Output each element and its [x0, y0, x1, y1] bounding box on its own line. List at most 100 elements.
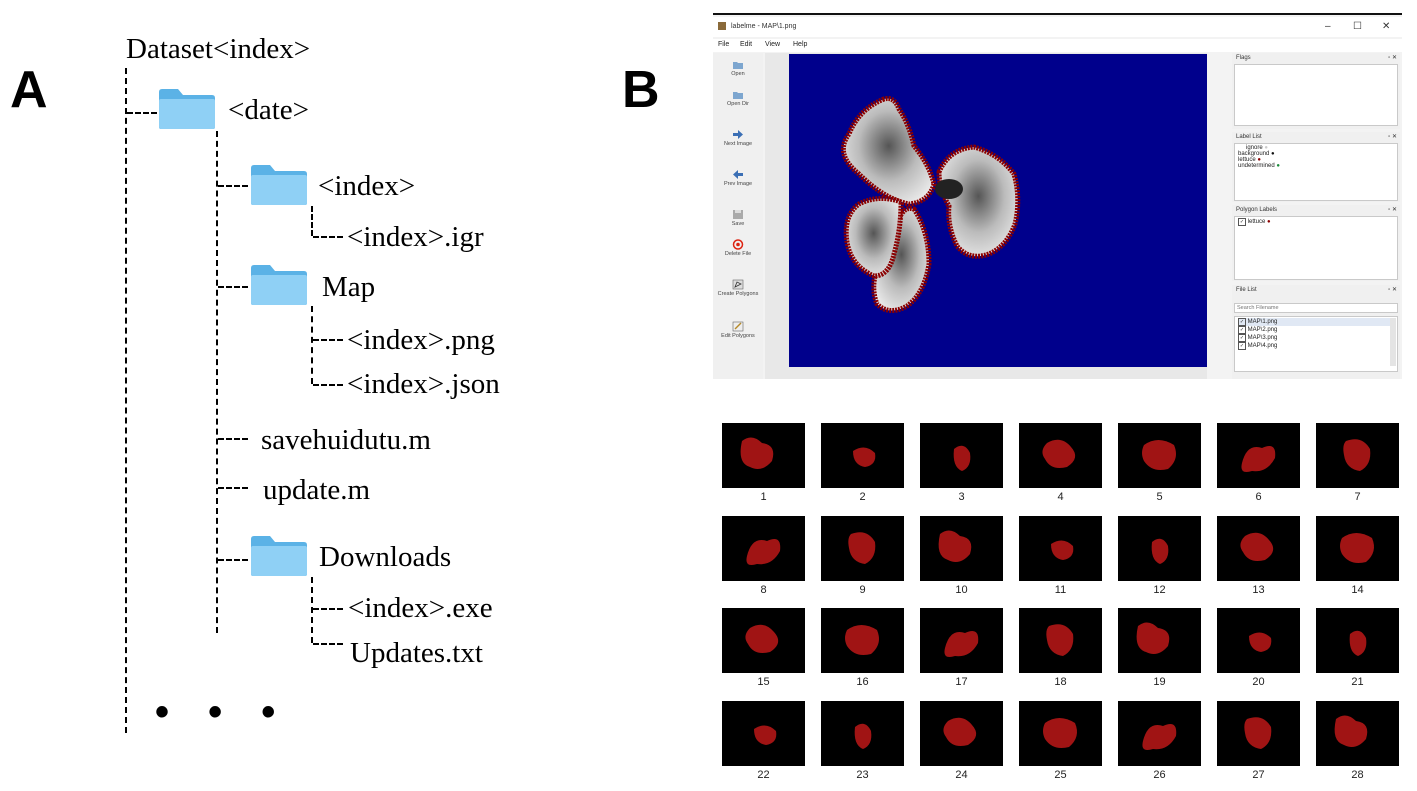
tree-branch: [218, 185, 248, 187]
close-button[interactable]: ✕: [1382, 21, 1391, 32]
thumbnail-image[interactable]: [1118, 423, 1201, 488]
checkbox-icon[interactable]: ✓: [1238, 318, 1246, 326]
thumbnail-label: 27: [1252, 769, 1265, 781]
dock-controls-icon[interactable]: ▫ ✕: [1388, 207, 1397, 213]
file-list-scrollbar[interactable]: [1390, 318, 1396, 366]
thumbnail-image[interactable]: [1019, 516, 1102, 581]
lettuce-polygon[interactable]: [840, 96, 1021, 313]
thumbnail-image[interactable]: [920, 423, 1003, 488]
title-bar: labelme - MAP\1.png – ☐ ✕: [713, 17, 1402, 37]
checkbox-icon[interactable]: ✓: [1238, 334, 1246, 342]
thumbnail-image[interactable]: [1019, 608, 1102, 673]
updates-txt-file[interactable]: Updates.txt: [350, 637, 483, 669]
file-item[interactable]: ✓ MAP\1.png: [1238, 318, 1394, 326]
open-dir-tool[interactable]: Open Dir: [713, 89, 763, 107]
thumbnail-image[interactable]: [1118, 516, 1201, 581]
thumbnail-image[interactable]: [920, 608, 1003, 673]
delete-file-tool[interactable]: Delete File: [713, 239, 763, 257]
lettuce-mask-icon: [853, 447, 876, 467]
thumbnail-image[interactable]: [722, 701, 805, 766]
lettuce-mask-icon: [745, 624, 779, 653]
map-folder-icon[interactable]: [250, 262, 308, 306]
thumbnail-image[interactable]: [1019, 423, 1102, 488]
tool-label: Open Dir: [726, 101, 749, 107]
menu-view[interactable]: View: [765, 41, 781, 48]
thumbnail-image[interactable]: [1019, 701, 1102, 766]
lettuce-mask-icon: [1051, 540, 1074, 560]
thumbnail-image[interactable]: [1217, 701, 1300, 766]
downloads-folder-icon[interactable]: [250, 533, 308, 577]
file-item[interactable]: ✓ MAP\3.png: [1238, 334, 1278, 342]
next-image-tool[interactable]: Next Image: [713, 129, 763, 147]
thumbnail-label: 28: [1351, 769, 1364, 781]
panel-b-letter: B: [622, 61, 660, 119]
index-igr-file[interactable]: <index>.igr: [347, 221, 484, 253]
label-item-background[interactable]: background ●: [1238, 151, 1275, 157]
annotation-canvas[interactable]: [789, 54, 1207, 367]
checkbox-icon[interactable]: ✓: [1238, 326, 1246, 334]
open-tool[interactable]: Open: [713, 59, 763, 77]
create-polygons-tool[interactable]: Create Polygons: [713, 279, 763, 297]
menu-file[interactable]: File: [718, 41, 730, 48]
checkbox-icon[interactable]: ✓: [1238, 218, 1246, 226]
label-item-ignore[interactable]: ignore ●: [1246, 145, 1268, 151]
thumbnail-image[interactable]: [821, 423, 904, 488]
edit-polygons-tool[interactable]: Edit Polygons: [713, 321, 763, 339]
thumbnail-image[interactable]: [1118, 701, 1201, 766]
menu-help[interactable]: Help: [793, 41, 808, 48]
lettuce-image[interactable]: [789, 54, 1207, 367]
lettuce-mask-icon: [1334, 715, 1368, 747]
index-folder-icon[interactable]: [250, 162, 308, 206]
thumbnail-image[interactable]: [1217, 423, 1300, 488]
date-folder-label: <date>: [228, 94, 310, 126]
menu-edit[interactable]: Edit: [740, 41, 753, 48]
dock-controls-icon[interactable]: ▫ ✕: [1388, 55, 1397, 61]
thumbnail-image[interactable]: [1316, 516, 1399, 581]
dock-controls-icon[interactable]: ▫ ✕: [1388, 134, 1397, 140]
label-item-undetermined[interactable]: undetermined ●: [1238, 163, 1280, 169]
thumbnail-image[interactable]: [722, 608, 805, 673]
lettuce-mask-icon: [1340, 533, 1374, 563]
thumbnail-image[interactable]: [722, 516, 805, 581]
file-item[interactable]: ✓ MAP\2.png: [1238, 326, 1278, 334]
thumbnail-image[interactable]: [1316, 608, 1399, 673]
map-json-file[interactable]: <index>.json: [347, 368, 500, 400]
dock-controls-icon[interactable]: ▫ ✕: [1388, 287, 1397, 293]
thumbnail-label: 17: [955, 676, 968, 688]
polygon-item-lettuce[interactable]: ✓ lettuce ●: [1238, 218, 1271, 226]
thumbnail-image[interactable]: [1118, 608, 1201, 673]
thumbnail-image[interactable]: [1217, 516, 1300, 581]
lettuce-mask-icon: [1046, 624, 1074, 656]
arrow-left-icon: [733, 170, 743, 179]
polygon-labels-dock: Polygon Labels▫ ✕ ✓ lettuce ●: [1232, 205, 1400, 281]
save-tool[interactable]: Save: [713, 209, 763, 227]
thumbnail-image[interactable]: [722, 423, 805, 488]
thumbnail-image[interactable]: [920, 701, 1003, 766]
lettuce-mask-icon: [1136, 622, 1170, 654]
thumbnail-label: 22: [757, 769, 770, 781]
thumbnail-image[interactable]: [1217, 608, 1300, 673]
thumbnail-image[interactable]: [821, 608, 904, 673]
delete-icon: [732, 239, 744, 250]
thumbnail-image[interactable]: [920, 516, 1003, 581]
thumbnail-label: 8: [760, 584, 767, 596]
checkbox-icon[interactable]: ✓: [1238, 342, 1246, 350]
maximize-button[interactable]: ☐: [1353, 21, 1362, 32]
file-item[interactable]: ✓ MAP\4.png: [1238, 342, 1278, 350]
minimize-button[interactable]: –: [1325, 21, 1331, 32]
label-item-lettuce[interactable]: lettuce ●: [1238, 157, 1261, 163]
date-folder-icon[interactable]: [158, 86, 216, 130]
thumbnail-image[interactable]: [1316, 701, 1399, 766]
index-exe-file[interactable]: <index>.exe: [348, 592, 493, 624]
prev-image-tool[interactable]: Prev Image: [713, 169, 763, 187]
savehuidutu-script[interactable]: savehuidutu.m: [261, 424, 431, 456]
thumbnail-image[interactable]: [1316, 423, 1399, 488]
thumbnail-image[interactable]: [821, 701, 904, 766]
file-search-input[interactable]: [1234, 303, 1398, 313]
thumbnail-label: 14: [1351, 584, 1364, 596]
map-png-file[interactable]: <index>.png: [347, 324, 495, 356]
update-script[interactable]: update.m: [263, 474, 371, 506]
thumbnail-label: 3: [958, 491, 965, 503]
thumbnail-image[interactable]: [821, 516, 904, 581]
thumbnail-label: 18: [1054, 676, 1067, 688]
